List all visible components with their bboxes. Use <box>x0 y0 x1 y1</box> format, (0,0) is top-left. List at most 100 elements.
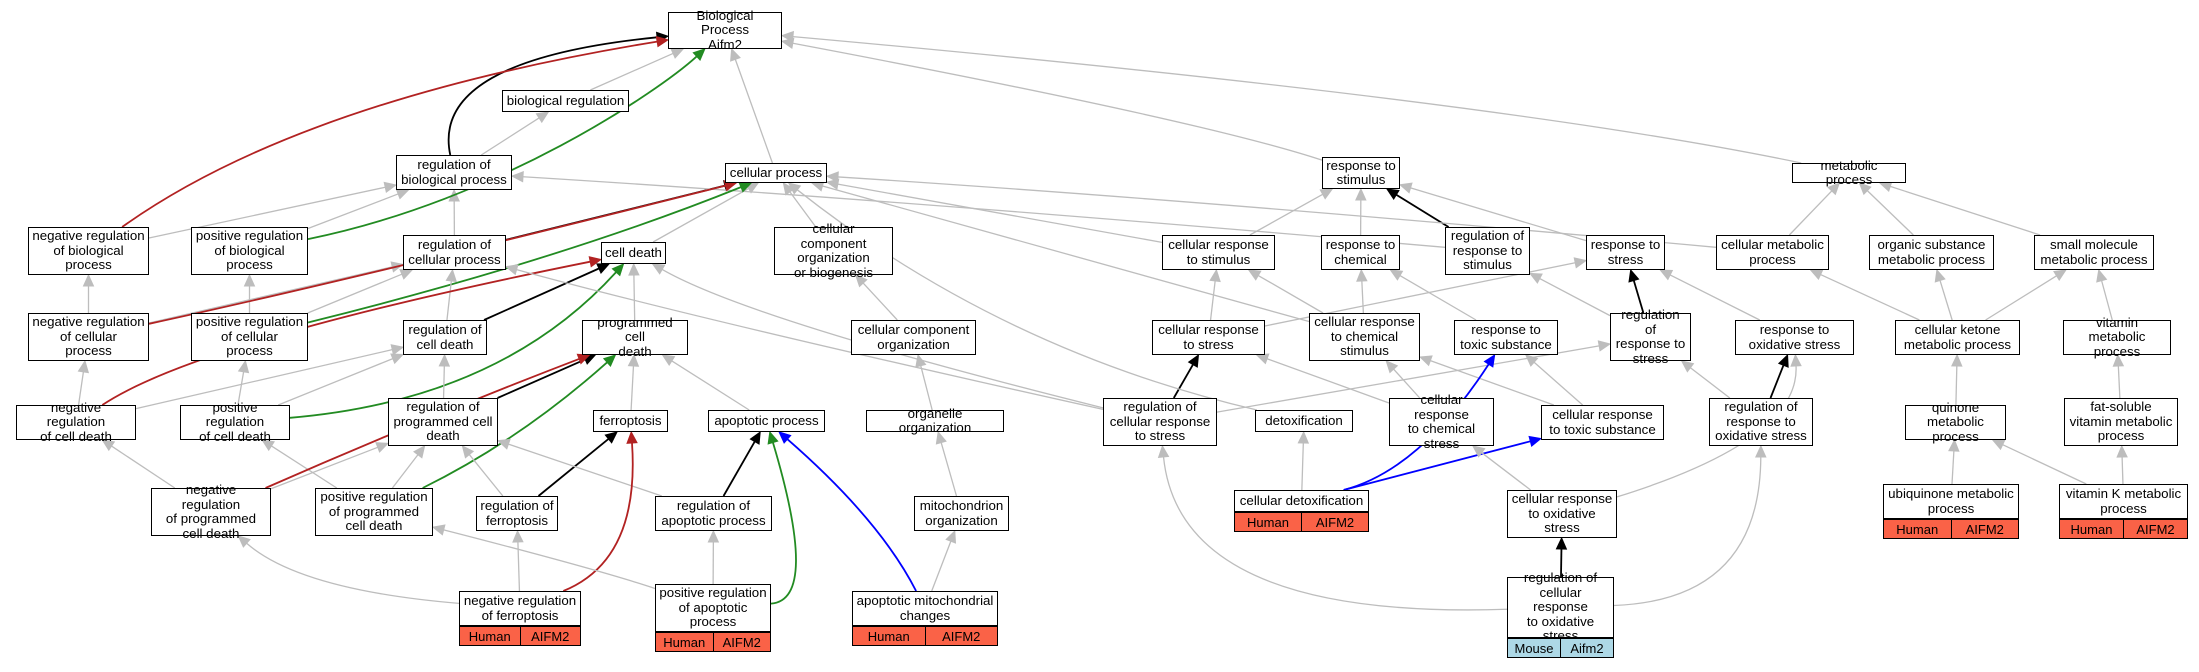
go-term-regcelldeath[interactable]: regulation of cell death <box>403 320 487 355</box>
go-term-regcell[interactable]: regulation of cellular process <box>403 235 506 270</box>
go-term-vitkmet[interactable]: vitamin K metabolic process <box>2059 484 2188 519</box>
arrowhead <box>1573 257 1588 269</box>
go-term-pcd[interactable]: programmed cell death <box>582 315 688 359</box>
go-term-root[interactable]: Biological Process Aifm2 <box>668 8 782 52</box>
edge-metab-to-root <box>792 35 1802 164</box>
go-term-negferro[interactable]: negative regulation of ferroptosis <box>459 591 581 626</box>
go-term-negcell[interactable]: negative regulation of cellular process <box>28 313 149 361</box>
go-term-negcd[interactable]: negative regulation of cell death <box>16 400 136 444</box>
go-term-vitk[interactable]: vitamin metabolic process <box>2063 315 2171 359</box>
edge-pcd-to-celldeath <box>633 274 636 321</box>
go-term-pospcd[interactable]: positive regulation of programmed cell d… <box>315 488 433 536</box>
go-term-detox[interactable]: detoxification <box>1255 410 1353 432</box>
arrowhead <box>399 269 414 280</box>
go-term-respstim[interactable]: response to stimulus <box>1322 157 1400 189</box>
go-term-cellmetab[interactable]: cellular metabolic process <box>1716 235 1829 270</box>
edge-cellrespstim-to-cellproc <box>837 183 1163 243</box>
arrowhead <box>1934 268 1946 283</box>
arrowhead <box>1827 182 1841 196</box>
go-term-orgorg[interactable]: organelle organization <box>866 406 1004 435</box>
go-term-negbio[interactable]: negative regulation of biological proces… <box>28 227 149 275</box>
arrowhead <box>461 445 475 459</box>
go-term-respstress[interactable]: response to stress <box>1586 235 1665 270</box>
annotation-species: Human <box>1896 521 1939 537</box>
go-term-resptox[interactable]: response to toxic substance <box>1454 320 1558 355</box>
go-term-cellrespchemstim[interactable]: cellular response to chemical stimulus <box>1309 313 1420 361</box>
go-term-metab[interactable]: metabolic process <box>1792 158 1906 187</box>
arrowhead <box>1389 269 1404 281</box>
arrowhead <box>445 268 458 283</box>
arrowhead <box>438 353 451 367</box>
edge-regrespstim-to-regbio <box>522 176 1446 248</box>
arrowhead <box>535 111 550 124</box>
edge-apop-to-pcd <box>671 360 750 411</box>
arrowhead <box>261 439 275 452</box>
go-term-ubiq[interactable]: ubiquinone metabolic process <box>1883 484 2019 519</box>
go-term-apop[interactable]: apoptotic process <box>708 410 825 432</box>
edge-poscd-to-celldeath <box>289 271 617 419</box>
edge-regcellrespstress-to-celldeath <box>661 268 1104 409</box>
edge-poscd-to-poscell <box>237 371 245 406</box>
edge-regrespstress-to-respstress <box>1632 280 1645 314</box>
edge-pospcd-to-poscd <box>271 445 338 489</box>
go-term-bioreg[interactable]: biological regulation <box>502 90 629 112</box>
go-term-regbio[interactable]: regulation of biological process <box>396 155 512 190</box>
go-term-regferro[interactable]: regulation of ferroptosis <box>476 496 558 531</box>
go-term-regrespox[interactable]: regulation of response to oxidative stre… <box>1709 398 1813 446</box>
annotation-gene: AIFM2 <box>712 633 771 651</box>
go-term-regcellrespox[interactable]: regulation of cellular response to oxida… <box>1507 571 1614 643</box>
go-term-posapop[interactable]: positive regulation of apoptotic process <box>655 584 771 632</box>
edge-vitk-to-smallmol <box>2100 280 2113 321</box>
arrowhead <box>1628 268 1640 283</box>
go-term-regrespstim[interactable]: regulation of response to stimulus <box>1445 227 1530 275</box>
go-term-cellrespchemstress[interactable]: cellular response to chemical stress <box>1389 392 1494 450</box>
go-term-smallmol[interactable]: small molecule metabolic process <box>2034 235 2154 270</box>
go-term-posbio[interactable]: positive regulation of biological proces… <box>191 227 308 275</box>
arrowhead <box>825 171 839 183</box>
go-term-regcellrespstress[interactable]: regulation of cellular response to stres… <box>1103 398 1217 446</box>
arrowhead <box>82 273 95 287</box>
annotation-species: Human <box>468 628 511 644</box>
arrowhead <box>390 344 405 356</box>
go-term-regrespstress[interactable]: regulation of response to stress <box>1610 307 1691 365</box>
go-term-celldeath[interactable]: cell death <box>601 242 666 264</box>
go-term-regapop[interactable]: regulation of apoptotic process <box>655 496 772 531</box>
go-term-cellrespstim[interactable]: cellular response to stimulus <box>1162 235 1275 270</box>
go-term-celldetox[interactable]: cellular detoxification <box>1234 490 1369 512</box>
arrowhead <box>375 442 390 453</box>
edge-negcell-to-regcell <box>148 266 393 324</box>
edge-orgsub-to-metab <box>1866 190 1914 236</box>
go-term-respchem[interactable]: response to chemical <box>1321 235 1400 270</box>
go-term-quinone[interactable]: quinone metabolic process <box>1905 400 2006 444</box>
edge-regferro-to-ferro <box>537 438 610 497</box>
arrowhead <box>2053 269 2067 281</box>
arrowhead <box>1319 188 1334 200</box>
go-term-cellket[interactable]: cellular ketone metabolic process <box>1895 320 2020 355</box>
go-term-cellresptox[interactable]: cellular response to toxic substance <box>1541 405 1664 440</box>
go-term-ferro[interactable]: ferroptosis <box>593 410 668 432</box>
go-term-ccob[interactable]: cellular component organization or bioge… <box>774 221 893 279</box>
go-term-cellrespstress[interactable]: cellular response to stress <box>1152 320 1265 355</box>
go-term-respox[interactable]: response to oxidative stress <box>1735 320 1854 355</box>
go-term-cellproc[interactable]: cellular process <box>725 163 827 183</box>
go-term-poscd[interactable]: positive regulation of cell death <box>180 400 290 444</box>
annotation-gene: AIFM2 <box>924 627 998 645</box>
edge-posbio-to-regbio <box>307 193 399 230</box>
arrowhead <box>628 262 640 276</box>
arrowhead <box>782 182 795 196</box>
go-term-orgsub[interactable]: organic substance metabolic process <box>1869 235 1994 270</box>
go-term-negpcd[interactable]: negative regulation of programmed cell d… <box>151 482 271 540</box>
arrowhead <box>1680 360 1695 373</box>
go-term-fatsol[interactable]: fat-soluble vitamin metabolic process <box>2064 398 2178 446</box>
edge-celldetox-to-cellresptox <box>1343 440 1531 491</box>
go-term-regpcd[interactable]: regulation of programmed cell death <box>388 398 498 446</box>
arrowhead <box>1385 360 1399 374</box>
edge-poscell-to-cellproc <box>307 186 742 324</box>
arrowhead <box>1297 430 1310 444</box>
edge-cellresptox-to-cellrespchemstim <box>1430 360 1555 406</box>
go-term-cellrespox[interactable]: cellular response to oxidative stress <box>1507 490 1617 538</box>
go-term-cco[interactable]: cellular component organization <box>851 320 976 355</box>
go-term-poscell[interactable]: positive regulation of cellular process <box>191 313 308 361</box>
go-term-mito[interactable]: mitochondrion organization <box>914 496 1009 531</box>
go-term-apopmito[interactable]: apoptotic mitochondrial changes <box>852 591 998 626</box>
